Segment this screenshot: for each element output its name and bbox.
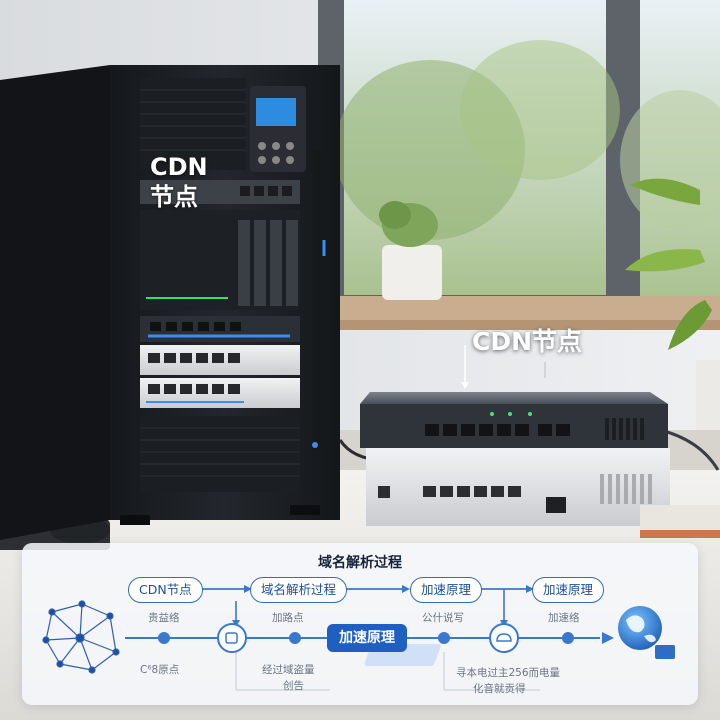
- pill-accel-principle-2: 加速原理: [532, 577, 605, 603]
- network-mesh-icon: [42, 600, 120, 674]
- note-mid-bottom2: 创告: [283, 680, 304, 692]
- note-right-bottom2: 化音就贡得: [473, 683, 526, 695]
- note-right-bottom1: 寻本电过主256而电量: [456, 667, 561, 679]
- rack-label-line1: CDN: [150, 153, 208, 181]
- pill-accel-principle-1: 加速原理: [410, 577, 483, 603]
- note-right-mid: 加速络: [548, 612, 580, 624]
- note-under-cdn: 贵益络: [148, 612, 180, 624]
- switch-cdn-label: CDN节点: [472, 327, 583, 356]
- note-mid1: 加路点: [272, 612, 304, 624]
- note-origin: C⁶8原点: [140, 664, 180, 676]
- pill-dns-process: 域名解析过程: [250, 577, 348, 603]
- globe-icon: [364, 606, 675, 666]
- pill-accel-principle-main: 加速原理: [327, 624, 407, 652]
- rack-label-line2: 节点: [150, 183, 198, 211]
- rack-cdn-label: CDN 节点: [150, 152, 230, 212]
- note-mid2: 公什说写: [422, 612, 464, 624]
- note-mid-bottom1: 经过域盗量: [262, 664, 315, 676]
- diagram-title: 域名解析过程: [318, 555, 402, 571]
- pill-cdn-node: CDN节点: [128, 577, 203, 603]
